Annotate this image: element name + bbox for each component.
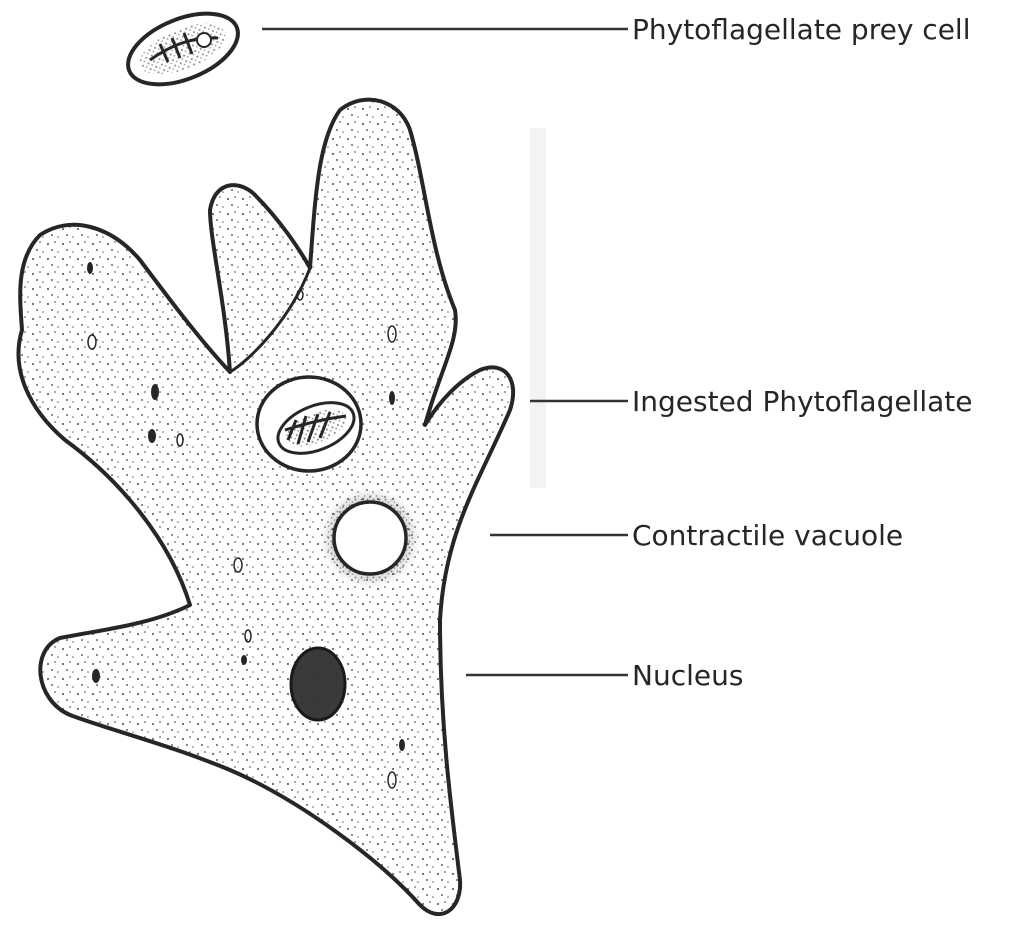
label-contractile-vacuole: Contractile vacuole [632, 519, 903, 552]
label-nucleus: Nucleus [632, 659, 743, 692]
contractile-vacuole [320, 488, 420, 588]
prey-cell [118, 0, 248, 99]
scan-smear [530, 128, 546, 488]
ingested-phytoflagellate [257, 377, 361, 471]
label-prey-cell: Phytoflagellate prey cell [632, 13, 970, 46]
amoeba-body [19, 100, 514, 915]
label-ingested-phytoflagellate: Ingested Phytoflagellate [632, 385, 973, 418]
nucleus [291, 648, 345, 720]
